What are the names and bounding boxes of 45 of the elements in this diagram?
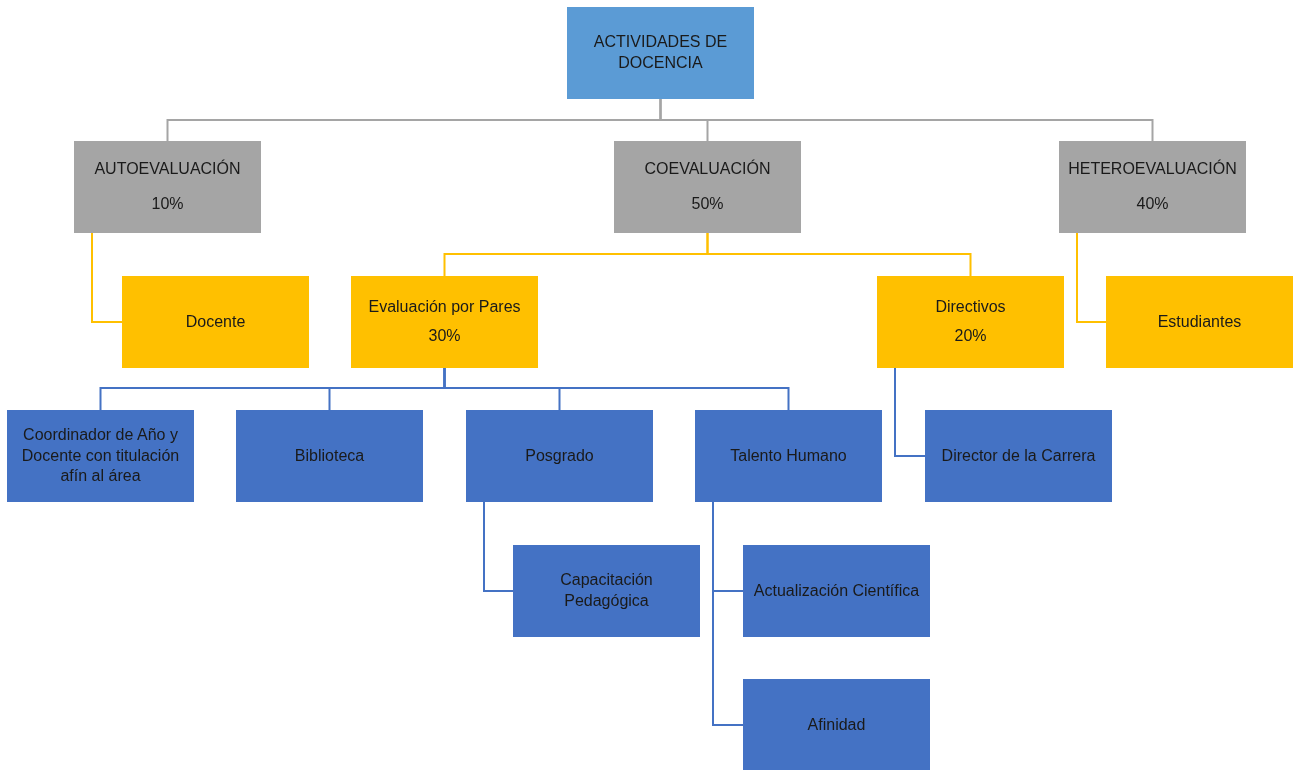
box-label: HETEROEVALUACIÓN [1068,159,1237,180]
box-label: Directivos [935,297,1006,318]
org-box [743,679,930,770]
box-label: Posgrado [525,445,594,466]
box-label: 20% [954,326,987,346]
box-label: Biblioteca [294,445,365,466]
org-box [877,276,1064,368]
box-label: Coordinador de Año y Docente con titulación afín al área [20,424,181,487]
box-label: Capacitación Pedagógica [559,570,654,611]
org-box [614,141,801,233]
org-box [695,410,882,502]
box-label: Docente [185,311,246,332]
connector-line [1076,232,1107,323]
org-box [567,7,754,99]
box-label: COEVALUACIÓN [644,159,771,180]
connector-line [706,232,972,277]
connector-line [91,232,123,323]
box-label: 30% [428,326,461,346]
org-box [74,141,261,233]
box-label: Evaluación por Pares [368,297,521,318]
box-label: AUTOEVALUACIÓN [94,159,241,180]
org-box [1059,141,1246,233]
box-label: ACTIVIDADES DE DOCENCIA [592,32,729,73]
box-label: 10% [151,194,184,214]
box-label: 50% [691,194,724,214]
org-box [236,410,423,502]
org-box [1106,276,1293,368]
connector-line [443,367,790,411]
org-box [122,276,309,368]
org-box [7,410,194,502]
connector-line [894,367,926,457]
connector-line [712,501,744,726]
box-label: 40% [1136,194,1169,214]
org-box [351,276,538,368]
org-box [466,410,653,502]
connector-line [483,501,514,592]
box-label: Estudiantes [1157,311,1242,332]
org-box [743,545,930,637]
box-label: Afinidad [807,714,866,735]
box-label: Talento Humano [730,445,847,466]
org-box [925,410,1112,502]
connector-line [659,98,1154,142]
box-label: Director de la Carrera [941,445,1096,466]
box-label: Actualización Científica [753,580,920,601]
org-box [513,545,700,637]
